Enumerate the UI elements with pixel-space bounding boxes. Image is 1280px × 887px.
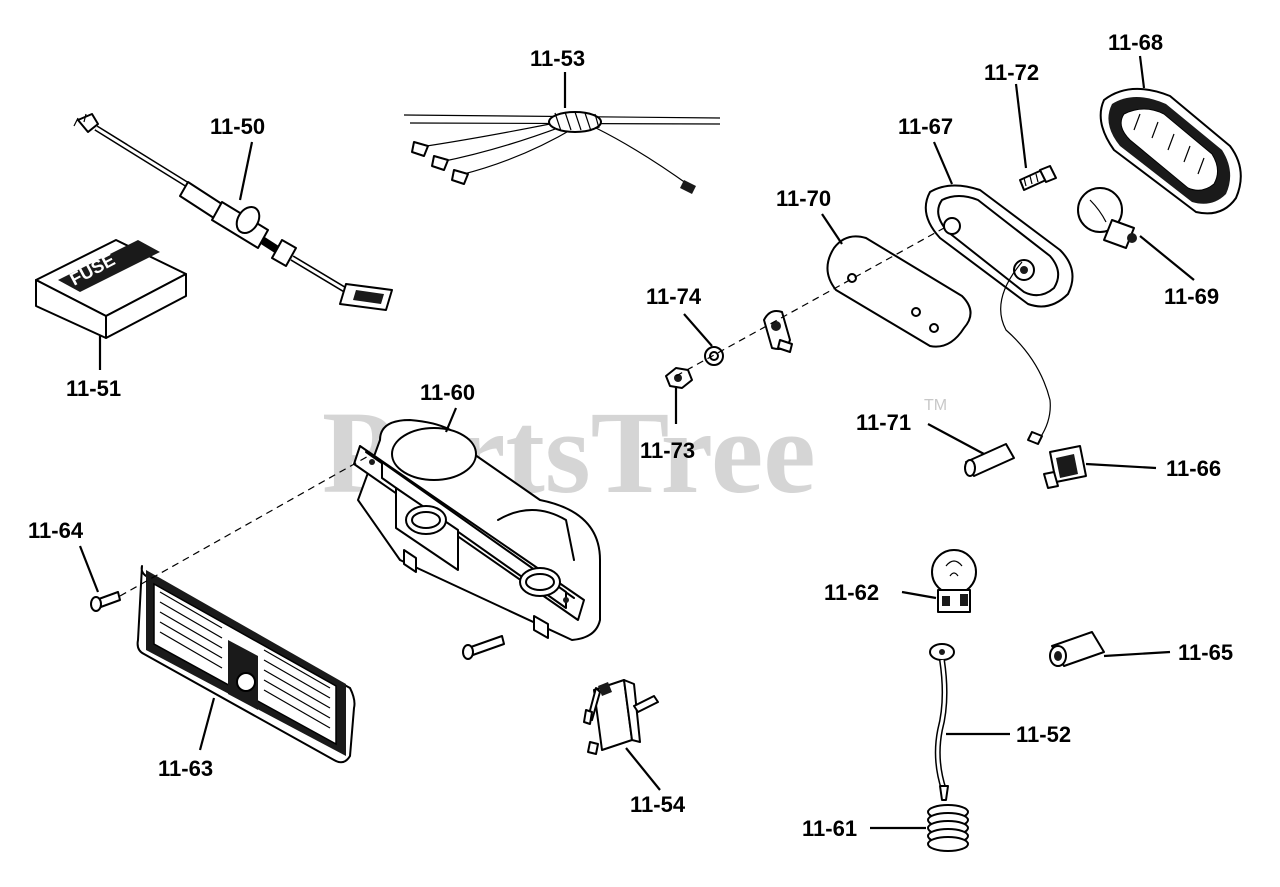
part-11-69-bulb[interactable] (1077, 187, 1137, 249)
callout-11-61[interactable]: 11-61 (802, 816, 857, 841)
part-11-53-wire-harness-bundle[interactable] (403, 111, 721, 194)
callout-11-69[interactable]: 11-69 (1164, 284, 1219, 309)
callout-11-73[interactable]: 11-73 (640, 438, 695, 463)
callout-11-74[interactable]: 11-74 (646, 284, 702, 309)
alignment-line-taillight (675, 227, 945, 377)
part-11-73-nut[interactable] (665, 367, 693, 389)
part-11-63-grille[interactable] (136, 565, 356, 764)
leader-lines (78, 55, 1195, 830)
part-11-52-wire-lead[interactable] (929, 643, 955, 801)
callout-11-63[interactable]: 11-63 (158, 756, 213, 781)
part-11-51-fuse[interactable]: FUSE (35, 239, 187, 339)
part-11-67-taillight-housing[interactable] (924, 184, 1074, 445)
part-11-65-connector[interactable] (1049, 631, 1105, 667)
part-11-66-clip[interactable] (1043, 445, 1087, 489)
callout-11-67[interactable]: 11-67 (898, 114, 953, 139)
callout-11-65[interactable]: 11-65 (1178, 640, 1233, 665)
callout-11-62[interactable]: 11-62 (824, 580, 879, 605)
part-11-62-bulb[interactable] (931, 549, 977, 613)
bracket[interactable] (763, 310, 793, 353)
part-11-74-lockwasher[interactable] (704, 346, 724, 366)
callout-11-64[interactable]: 11-64 (28, 518, 84, 543)
part-11-61-spring[interactable] (927, 804, 969, 852)
part-housing-screw[interactable] (462, 635, 505, 660)
callout-11-60[interactable]: 11-60 (420, 380, 475, 405)
part-11-71-insulator[interactable] (964, 443, 1015, 477)
part-11-68-lens[interactable] (1099, 87, 1242, 215)
alignment-line-headlight (119, 453, 373, 597)
callout-11-52[interactable]: 11-52 (1016, 722, 1071, 747)
callout-11-53[interactable]: 11-53 (530, 46, 585, 71)
callout-11-72[interactable]: 11-72 (984, 60, 1039, 85)
callout-11-71[interactable]: 11-71 (856, 410, 911, 435)
callout-11-70[interactable]: 11-70 (776, 186, 831, 211)
part-11-50-wiring-harness[interactable] (73, 113, 393, 311)
part-11-72-screw[interactable] (1019, 165, 1057, 191)
callout-11-66[interactable]: 11-66 (1166, 456, 1221, 481)
callout-11-68[interactable]: 11-68 (1108, 30, 1163, 55)
callout-11-54[interactable]: 11-54 (630, 792, 686, 817)
callout-11-50[interactable]: 11-50 (210, 114, 265, 139)
callout-labels: 11-50 11-51 11-52 11-53 11-54 11-60 11-6… (28, 30, 1233, 841)
part-11-60-headlight-housing[interactable] (353, 419, 601, 641)
watermark-trademark: TM (924, 397, 947, 414)
part-11-64-screw[interactable] (90, 591, 121, 612)
part-11-54-toggle-switch[interactable] (583, 679, 659, 755)
callout-11-51[interactable]: 11-51 (66, 376, 121, 401)
